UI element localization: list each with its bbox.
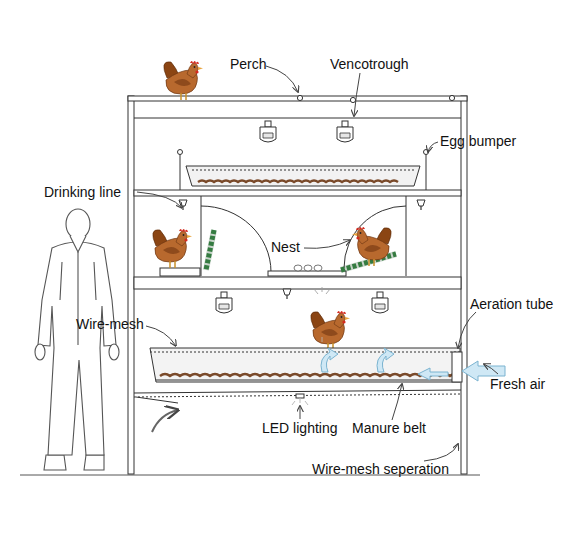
part-label: LED lighting — [262, 420, 338, 436]
leader-lines — [137, 66, 498, 461]
part-label: Perch — [230, 56, 267, 72]
part-label: Manure belt — [352, 420, 426, 436]
part-label: Nest — [271, 239, 300, 255]
part-label: Wire-mesh seperation — [312, 461, 449, 477]
part-label: Drinking line — [44, 184, 121, 200]
part-label: Fresh air — [490, 376, 545, 392]
part-label: Vencotrough — [330, 56, 409, 72]
part-label: Aeration tube — [470, 296, 553, 312]
part-label: Wire-mesh — [76, 316, 144, 332]
part-label: Egg bumper — [440, 133, 516, 149]
